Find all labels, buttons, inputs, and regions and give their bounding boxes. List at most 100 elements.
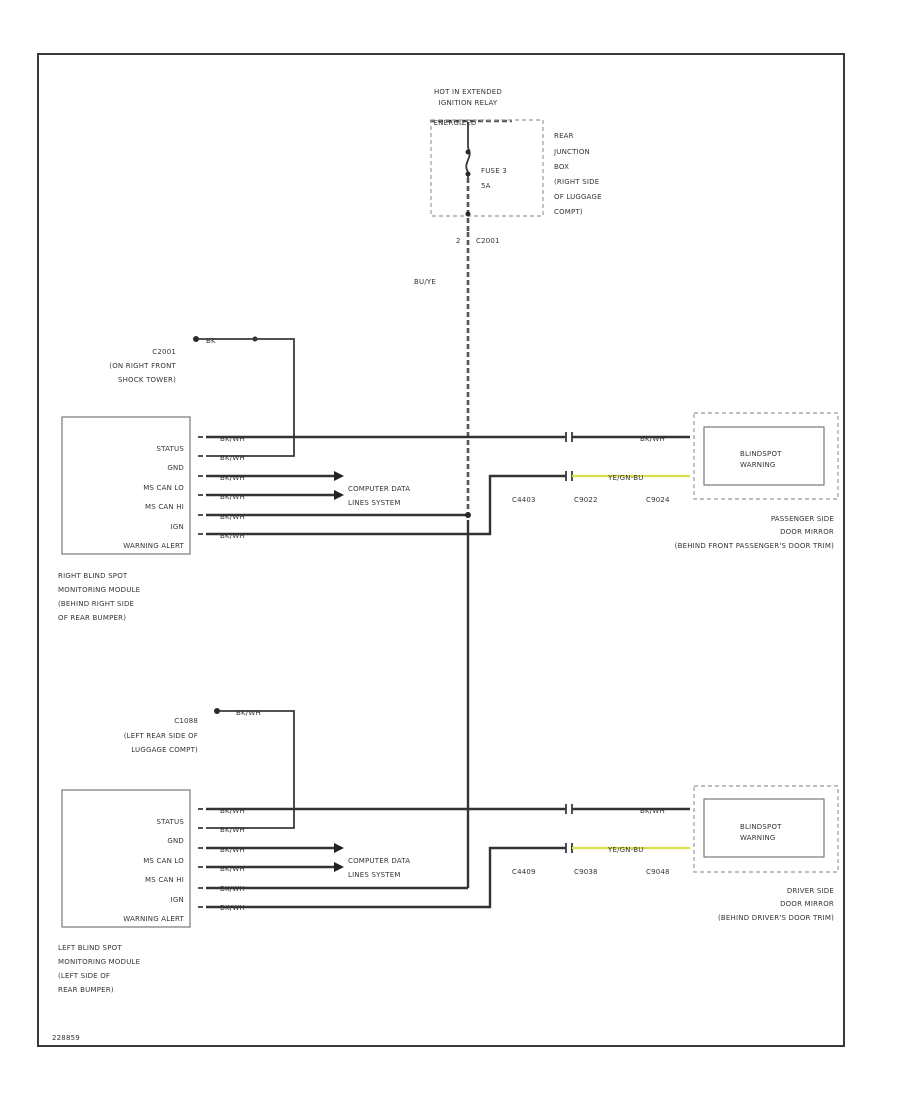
right-wire-label-2: BK/WH bbox=[220, 454, 245, 462]
rjb-label-6: COMPT) bbox=[554, 208, 583, 216]
left-ground-point bbox=[214, 708, 220, 714]
footer-code: 228859 bbox=[52, 1034, 80, 1042]
left-mirror-wire-top-color: BK/WH bbox=[640, 807, 665, 815]
right-mirror-caption-3: (BEHIND FRONT PASSENGER'S DOOR TRIM) bbox=[675, 542, 834, 550]
right-ground-point bbox=[193, 336, 199, 342]
left-connector-symbol-bot bbox=[565, 843, 573, 853]
hot-at-line2: IGNITION RELAY bbox=[439, 99, 498, 107]
left-mirror-housing bbox=[693, 785, 839, 873]
fuse-label: FUSE 3 bbox=[481, 167, 507, 175]
right-wire-label-4: BK/WH bbox=[220, 493, 245, 501]
left-mirror-box-1: BLINDSPOT bbox=[740, 823, 782, 831]
left-wire-label-3: BK/WH bbox=[220, 846, 245, 854]
left-mirror-wire-bottom-color: YE/GN-BU bbox=[607, 846, 644, 854]
right-mirror-caption-2: DOOR MIRROR bbox=[780, 528, 834, 536]
right-connector-symbol-bot bbox=[565, 471, 573, 481]
left-can-hi-arrow bbox=[334, 862, 344, 872]
feed-connector-label: C2001 bbox=[476, 237, 500, 245]
left-connector-3: C9048 bbox=[646, 868, 670, 876]
right-can-lo-arrow bbox=[334, 471, 344, 481]
right-module-name-1: RIGHT BLIND SPOT bbox=[58, 572, 128, 580]
left-pin-status: STATUS bbox=[157, 818, 185, 826]
rjb-label-4: (RIGHT SIDE bbox=[554, 178, 599, 186]
rjb-label-2: JUNCTION bbox=[553, 148, 590, 156]
left-pin-markers bbox=[198, 808, 203, 908]
right-data-lines-1: COMPUTER DATA bbox=[348, 485, 410, 493]
left-bsm-module bbox=[61, 789, 191, 928]
c2001-terminal bbox=[465, 211, 471, 217]
right-wire-label-1: BK/WH bbox=[220, 435, 245, 443]
right-pin-gnd: GND bbox=[167, 464, 184, 472]
hot-at-line1: HOT IN EXTENDED bbox=[434, 88, 502, 96]
right-ground-wire-color: BK bbox=[206, 337, 216, 345]
left-ground-wire-color: BK/WH bbox=[236, 709, 261, 717]
left-data-lines-1: COMPUTER DATA bbox=[348, 857, 410, 865]
right-can-hi-arrow bbox=[334, 490, 344, 500]
left-ground-note-1: (LEFT REAR SIDE OF bbox=[124, 732, 198, 740]
right-pin-canlo: MS CAN LO bbox=[143, 484, 184, 492]
rjb-label-1: REAR bbox=[554, 132, 574, 140]
left-wire-label-4: BK/WH bbox=[220, 865, 245, 873]
rear-junction-box bbox=[430, 119, 544, 217]
left-module-name-1: LEFT BLIND SPOT bbox=[58, 944, 122, 952]
right-mirror-wire-top-color: BK/WH bbox=[640, 435, 665, 443]
right-ground-note-1: (ON RIGHT FRONT bbox=[109, 362, 176, 370]
left-module-name-4: REAR BUMPER) bbox=[58, 986, 114, 994]
fuse-top-terminal bbox=[465, 149, 471, 155]
right-pin-warning: WARNING ALERT bbox=[123, 542, 184, 550]
left-wire-label-2: BK/WH bbox=[220, 826, 245, 834]
left-module-name-2: MONITORING MODULE bbox=[58, 958, 140, 966]
right-pin-status: STATUS bbox=[157, 445, 185, 453]
left-wire-label-1: BK/WH bbox=[220, 807, 245, 815]
left-pin-canhi: MS CAN HI bbox=[145, 876, 184, 884]
left-warning-wire bbox=[206, 846, 566, 909]
left-ground-note-2: LUGGAGE COMPT) bbox=[131, 746, 198, 754]
left-pin-gnd: GND bbox=[167, 837, 184, 845]
right-mirror-caption-1: PASSENGER SIDE bbox=[771, 515, 834, 523]
left-mirror-caption-2: DOOR MIRROR bbox=[780, 900, 834, 908]
right-mirror-box-1: BLINDSPOT bbox=[740, 450, 782, 458]
right-module-name-2: MONITORING MODULE bbox=[58, 586, 140, 594]
right-ign-splice bbox=[465, 512, 471, 518]
right-blindspot-warning bbox=[703, 426, 825, 486]
left-ground-connector: C1088 bbox=[174, 717, 198, 725]
right-ground-connector: C2001 bbox=[152, 348, 176, 356]
right-pin-ign: IGN bbox=[171, 523, 184, 531]
rjb-label-5: OF LUGGAGE bbox=[554, 193, 602, 201]
right-ground-wire bbox=[198, 338, 295, 457]
left-pin-warning: WARNING ALERT bbox=[123, 915, 184, 923]
right-bsm-module bbox=[61, 416, 191, 555]
right-wire-label-6: BK/WH bbox=[220, 532, 245, 540]
left-pin-ign: IGN bbox=[171, 896, 184, 904]
right-warning-wire bbox=[206, 474, 566, 536]
right-module-name-4: OF REAR BUMPER) bbox=[58, 614, 126, 622]
right-mirror-wire-bottom-color: YE/GN-BU bbox=[607, 474, 644, 482]
right-pin-canhi: MS CAN HI bbox=[145, 503, 184, 511]
left-blindspot-warning bbox=[703, 798, 825, 858]
right-wire-label-3: BK/WH bbox=[220, 474, 245, 482]
left-connector-symbol-top bbox=[565, 804, 573, 814]
right-connector-3: C9024 bbox=[646, 496, 670, 504]
right-connector-symbol-top bbox=[565, 432, 573, 442]
diagram-frame bbox=[37, 53, 845, 1047]
left-data-lines-2: LINES SYSTEM bbox=[348, 871, 401, 879]
right-pin-markers bbox=[198, 436, 203, 535]
left-can-lo-arrow bbox=[334, 843, 344, 853]
left-mirror-caption-1: DRIVER SIDE bbox=[787, 887, 834, 895]
right-connector-1: C4403 bbox=[512, 496, 536, 504]
left-mirror-box-2: WARNING bbox=[740, 834, 776, 842]
pin-number: 2 bbox=[456, 237, 461, 245]
left-mirror-caption-3: (BEHIND DRIVER'S DOOR TRIM) bbox=[718, 914, 834, 922]
left-connector-2: C9038 bbox=[574, 868, 598, 876]
right-ground-note-2: SHOCK TOWER) bbox=[118, 376, 176, 384]
right-mirror-housing bbox=[693, 412, 839, 500]
ign-wire-color: BU/YE bbox=[414, 278, 436, 286]
right-data-lines-2: LINES SYSTEM bbox=[348, 499, 401, 507]
hot-at-line3: ENERGIZED bbox=[434, 119, 477, 127]
left-ground-wire bbox=[206, 710, 295, 829]
right-mirror-box-2: WARNING bbox=[740, 461, 776, 469]
fuse-rating: 5A bbox=[481, 182, 491, 190]
left-module-name-3: (LEFT SIDE OF bbox=[58, 972, 110, 980]
left-connector-1: C4409 bbox=[512, 868, 536, 876]
